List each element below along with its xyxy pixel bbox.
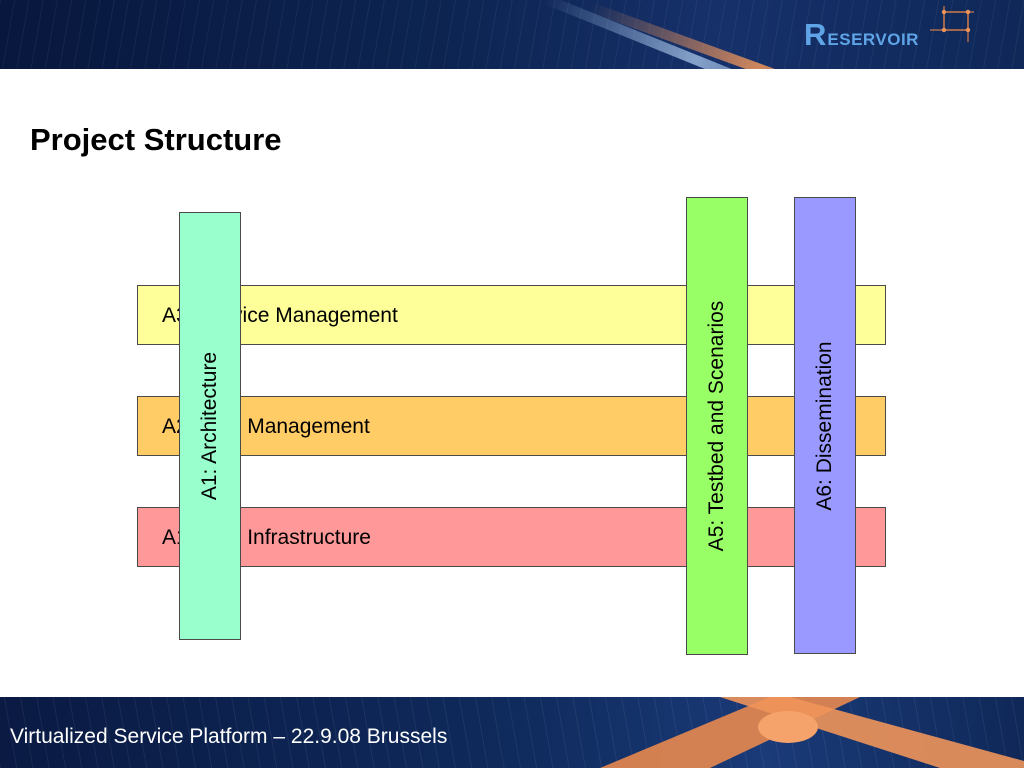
reservoir-logo: R ESERVOIR: [804, 18, 919, 50]
footer-banner: Virtualized Service Platform – 22.9.08 B…: [0, 697, 1024, 768]
activity-column-a6: A6: Dissemination: [794, 197, 856, 654]
activity-column-a1-architecture: A1: Architecture: [179, 212, 241, 640]
footer-cross-graphic: [600, 697, 1024, 768]
footer-text: Virtualized Service Platform – 22.9.08 B…: [10, 725, 448, 748]
activity-bar-a2: A2: VEE Management: [137, 396, 886, 456]
activity-column-a5: A5: Testbed and Scenarios: [686, 197, 748, 655]
logo-text: ESERVOIR: [827, 30, 919, 49]
banner-grid-pattern: [0, 0, 1024, 69]
activity-bar-a3: A3: Service Management: [137, 285, 886, 345]
activity-bar-a1-infrastructure: A1: VEE Infrastructure: [137, 507, 886, 567]
top-banner: R ESERVOIR: [0, 0, 1024, 69]
logo-network-icon: [930, 6, 974, 42]
activity-column-label: A6: Dissemination: [813, 340, 836, 511]
logo-initial: R: [804, 17, 827, 52]
activity-column-label: A1: Architecture: [198, 351, 221, 501]
activity-column-label: A5: Testbed and Scenarios: [705, 300, 728, 552]
page-title: Project Structure: [30, 122, 282, 157]
